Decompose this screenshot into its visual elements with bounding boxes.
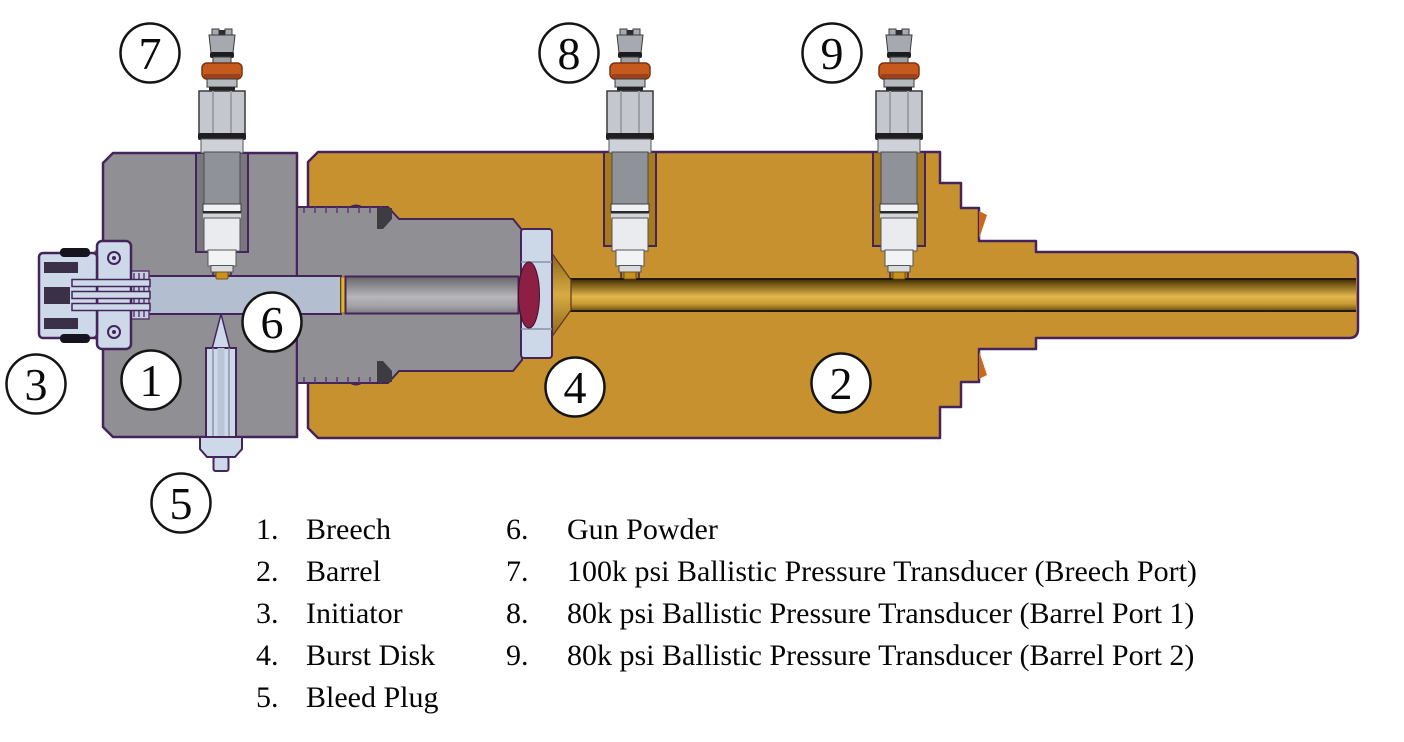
legend-item-5: 5. Bleed Plug [256,677,439,719]
callout-circle-7 [119,22,181,84]
legend-item-7: 7. 100k psi Ballistic Pressure Transduce… [506,551,1197,593]
callout-number-8: 8 [558,28,581,79]
legend-number: 6. [506,513,529,546]
legend-number: 2. [256,555,279,588]
legend-number: 4. [256,639,279,672]
transducer-breech-port [197,28,247,280]
burst-disk-assembly [518,228,572,359]
legend-item-4: 4. Burst Disk [256,635,439,677]
callout-circle-9 [801,22,863,84]
connector-slot [44,318,78,329]
bleed-plug [199,313,243,472]
legend-label: 100k psi Ballistic Pressure Transducer (… [567,555,1197,588]
legend-item-3: 3. Initiator [256,593,439,635]
callout-number-3: 3 [25,359,48,410]
legend-number: 3. [256,597,279,630]
callout-balloons: 1 2 3 4 5 6 7 8 9 [5,22,872,534]
thread-groove-bottom [377,361,392,382]
flange-screw-hole-top [107,251,121,265]
legend-column-right: 6. Gun Powder 7. 100k psi Ballistic Pres… [506,509,1197,677]
legend-label: Bleed Plug [306,681,439,714]
legend-item-1: 1. Breech [256,509,439,551]
callout-number-1: 1 [140,355,163,406]
callout-number-9: 9 [821,28,844,79]
transducer-barrel-port-2 [874,28,924,280]
legend-label: Barrel [306,555,381,588]
legend-number: 1. [256,513,279,546]
callout-number-7: 7 [139,28,162,79]
legend-number: 8. [506,597,529,630]
callout-circle-1 [120,349,182,411]
thread-relief-top [979,211,987,239]
thread-groove-top [377,208,392,229]
legend-label: Gun Powder [567,513,718,546]
callout-circle-5 [150,472,212,534]
connector-slot [44,262,78,273]
legend-number: 9. [506,639,529,672]
callout-number-6: 6 [261,297,284,348]
callout-circle-8 [538,22,600,84]
legend-label: Initiator [306,597,403,630]
legend-label: Breech [306,513,391,546]
legend-number: 5. [256,681,279,714]
legend-item-2: 2. Barrel [256,551,439,593]
callout-number-5: 5 [170,478,193,529]
callout-circle-2 [810,352,872,414]
burst-disk [518,261,540,329]
legend-item-9: 9. 80k psi Ballistic Pressure Transducer… [506,635,1197,677]
callout-circle-6 [241,291,303,353]
initiator-lug-bottom [60,334,90,343]
callout-circle-3 [5,353,67,415]
legend-label: 80k psi Ballistic Pressure Transducer (B… [567,639,1195,672]
legend-item-8: 8. 80k psi Ballistic Pressure Transducer… [506,593,1197,635]
projectile-rod [344,275,520,315]
thread-relief-bottom [979,351,987,379]
legend-column-left: 1. Breech 2. Barrel 3. Initiator 4. Burs… [256,509,439,719]
barrel-bore [566,278,1356,312]
callout-number-4: 4 [564,362,587,413]
bleed-plug-stem [212,456,230,472]
gun-powder-chamber [124,270,346,320]
callout-number-2: 2 [830,358,853,409]
legend-label: 80k psi Ballistic Pressure Transducer (B… [567,597,1195,630]
legend-label: Burst Disk [306,639,436,672]
bleed-plug-head [199,436,243,458]
legend-number: 7. [506,555,529,588]
callout-circle-4 [544,356,606,418]
flange-screw-hole-bottom [107,325,121,339]
initiator-lug-top [60,248,90,257]
transducer-barrel-port-1 [605,28,655,280]
legend-item-6: 6. Gun Powder [506,509,1197,551]
initiator-pins [71,278,151,312]
connector-slot [44,287,70,304]
initiator [37,239,151,351]
